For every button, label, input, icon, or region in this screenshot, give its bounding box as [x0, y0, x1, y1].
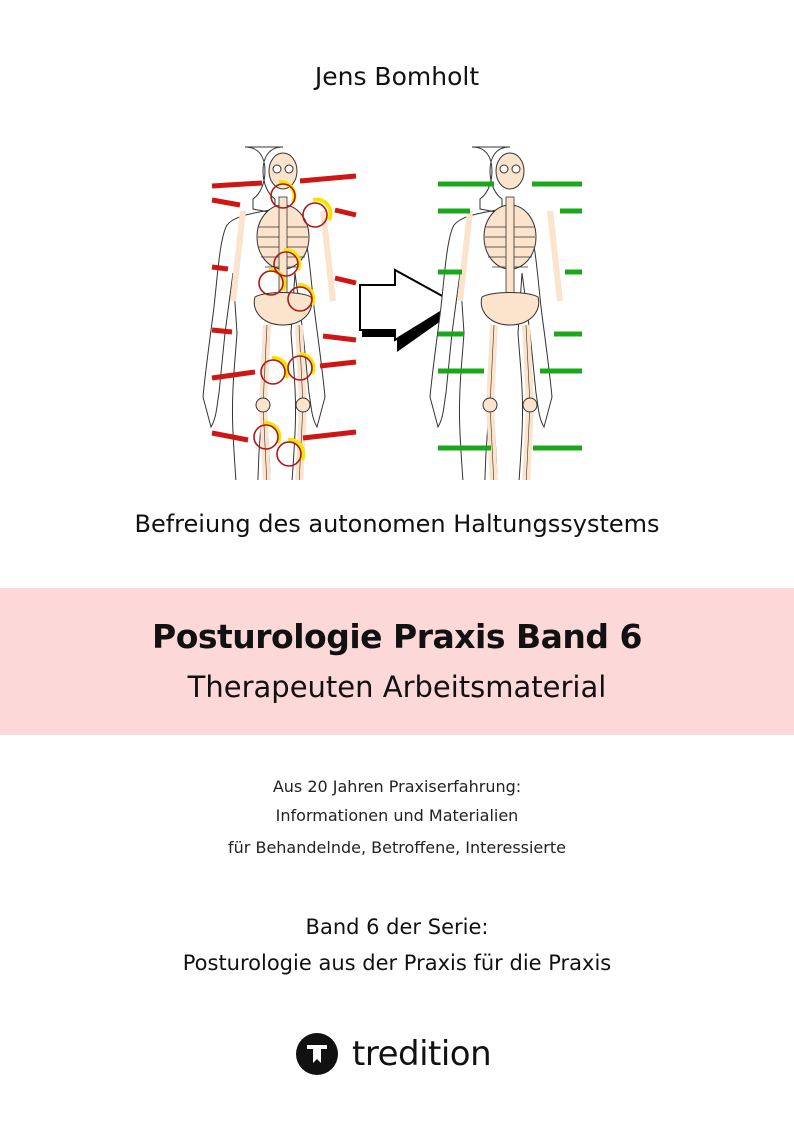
publisher-logo: tredition — [296, 1033, 492, 1075]
tredition-logo-icon — [296, 1033, 338, 1075]
blurb-line: für Behandelnde, Betroffene, Interessier… — [228, 838, 566, 857]
arrow-right-icon — [359, 268, 457, 352]
author-name: Jens Bomholt — [314, 62, 480, 91]
subtitle: Befreiung des autonomen Haltungssystems — [134, 510, 660, 538]
blurb-line: Informationen und Materialien — [275, 806, 519, 825]
publisher-name: tredition — [352, 1034, 492, 1074]
misaligned-skeleton — [203, 147, 357, 480]
series-line: Posturologie aus der Praxis für die Prax… — [182, 951, 612, 975]
aligned-lines — [438, 181, 582, 451]
title-band — [0, 588, 794, 735]
series-line: Band 6 der Serie: — [305, 915, 489, 939]
blurb-line: Aus 20 Jahren Praxiserfahrung: — [272, 777, 522, 796]
skeleton-illustration — [0, 0, 582, 480]
book-title-line2: Therapeuten Arbeitsmaterial — [187, 670, 607, 704]
misaligned-lines — [211, 173, 357, 443]
book-title: Posturologie Praxis Band 6 — [152, 617, 642, 656]
problem-markers — [253, 179, 333, 467]
aligned-skeleton — [430, 147, 582, 480]
